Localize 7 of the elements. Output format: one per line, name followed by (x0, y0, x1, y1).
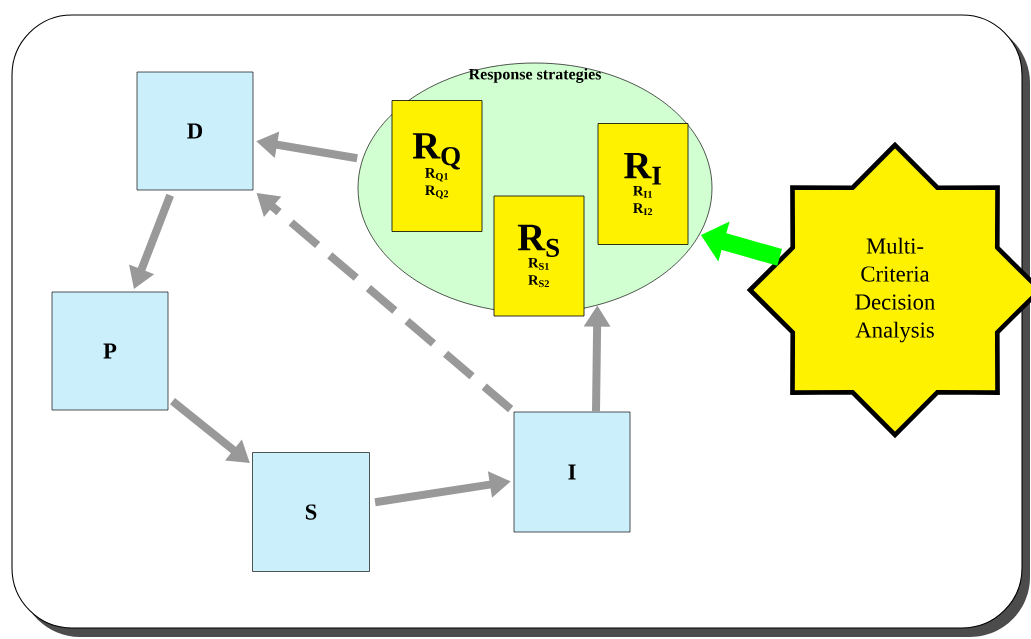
strategy-box: R$_{Q}$ R$_{Q1}$ R$_{Q2}$ (391, 100, 483, 232)
stage-box: I (513, 411, 631, 533)
stage-box: S (252, 452, 370, 572)
stage-box: D (136, 71, 254, 191)
stage-box: P (51, 291, 169, 411)
strategy-box: R$_{I}$ R$_{I1}$ R$_{I2}$ (597, 123, 689, 245)
strategy-box: R$_{S}$ R$_{S1}$ R$_{S2}$ (493, 195, 585, 317)
